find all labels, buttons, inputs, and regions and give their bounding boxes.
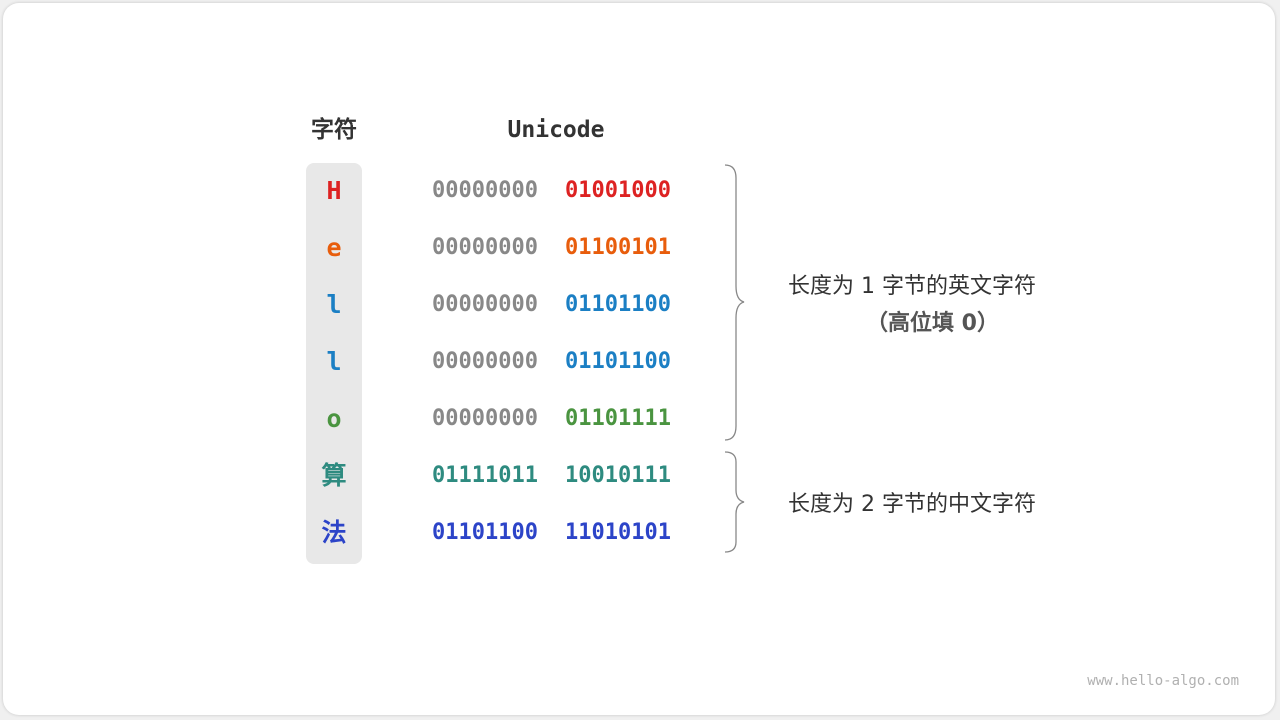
character-cell: H	[326, 176, 342, 205]
high-byte: 00000000	[432, 406, 538, 431]
character-cell: l	[326, 290, 342, 319]
low-byte: 10010111	[565, 463, 671, 488]
character-cell: 算	[321, 461, 347, 490]
character-cell: o	[326, 404, 342, 433]
character-column	[306, 163, 362, 564]
character-cell: l	[326, 347, 342, 376]
low-byte: 01101100	[565, 349, 671, 374]
english-group-label: 长度为 1 字节的英文字符	[788, 274, 1036, 299]
high-byte: 01111011	[432, 463, 538, 488]
english-group-note: （高位填 0）	[866, 311, 999, 336]
column-header-unicode: Unicode	[507, 117, 605, 143]
english-group-brace	[724, 164, 745, 441]
chinese-group-label: 长度为 2 字节的中文字符	[788, 492, 1036, 517]
column-header-char: 字符	[311, 117, 357, 143]
low-byte: 11010101	[565, 520, 671, 545]
high-byte: 00000000	[432, 292, 538, 317]
diagram-card	[3, 3, 1275, 715]
chinese-group-brace	[724, 451, 745, 553]
low-byte: 01100101	[565, 235, 671, 260]
low-byte: 01001000	[565, 178, 671, 203]
low-byte: 01101100	[565, 292, 671, 317]
high-byte: 00000000	[432, 349, 538, 374]
high-byte: 00000000	[432, 235, 538, 260]
character-cell: 法	[321, 518, 347, 547]
character-cell: e	[326, 233, 342, 262]
brace-graphics	[724, 164, 745, 553]
high-byte: 01101100	[432, 520, 538, 545]
watermark: www.hello-algo.com	[1087, 673, 1239, 689]
low-byte: 01101111	[565, 406, 671, 431]
high-byte: 00000000	[432, 178, 538, 203]
